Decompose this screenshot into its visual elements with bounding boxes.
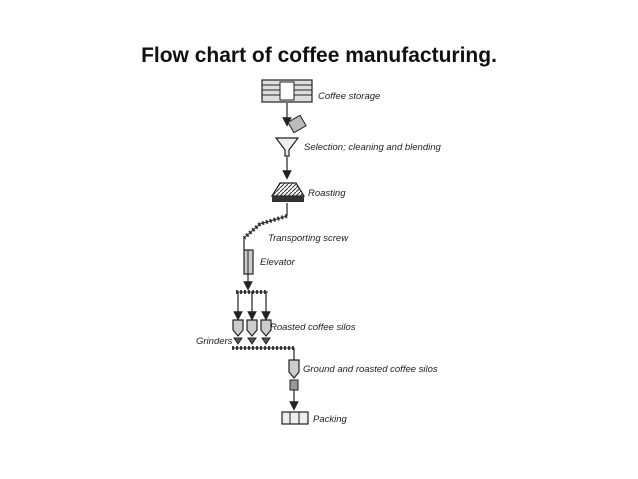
label-elevator: Elevator bbox=[260, 257, 296, 268]
label-transporting-screw: Transporting screw bbox=[268, 233, 349, 244]
label-grinders: Grinders bbox=[196, 336, 233, 347]
selection-funnel-icon bbox=[274, 114, 307, 157]
grinders-icon bbox=[232, 337, 294, 350]
label-coffee-storage: Coffee storage bbox=[318, 91, 380, 102]
label-packing: Packing bbox=[313, 414, 348, 425]
label-selection: Selection; cleaning and blending bbox=[304, 142, 442, 153]
page-title: Flow chart of coffee manufacturing. bbox=[141, 44, 497, 67]
elevator-icon bbox=[243, 249, 254, 275]
coffee-storage-icon bbox=[261, 79, 313, 103]
label-roasting: Roasting bbox=[308, 188, 346, 199]
distribution-conveyor bbox=[233, 290, 271, 321]
roaster-icon bbox=[270, 182, 306, 202]
label-roasted-silos: Roasted coffee silos bbox=[270, 322, 356, 333]
transport-screw-icon bbox=[242, 214, 288, 240]
label-ground-silos: Ground and roasted coffee silos bbox=[303, 364, 438, 375]
packing-icon bbox=[281, 411, 309, 425]
ground-silos-icon bbox=[288, 359, 300, 391]
roasted-silos-icon bbox=[232, 319, 272, 337]
